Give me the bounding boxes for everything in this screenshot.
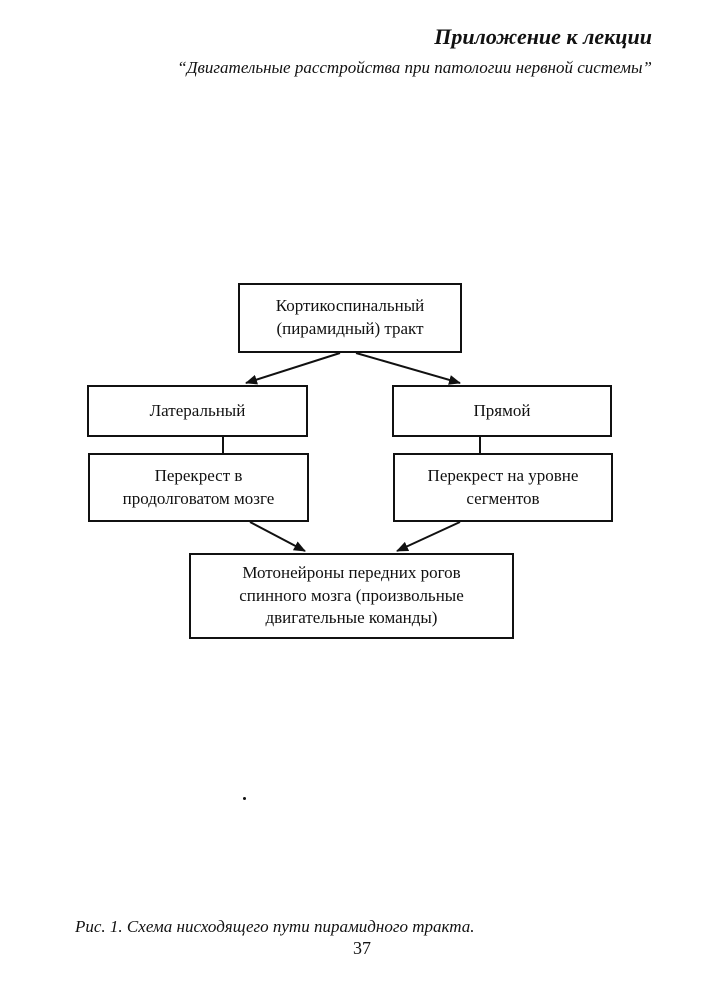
node-motor-neurons: Мотонейроны передних рогов спинного мозг…	[189, 553, 514, 639]
node-decussation-segments: Перекрест на уровне сегментов	[393, 453, 613, 522]
node-lateral: Латеральный	[87, 385, 308, 437]
node-decussation-medulla: Перекрест в продолговатом мозге	[88, 453, 309, 522]
figure-caption: Рис. 1. Схема нисходящего пути пирамидно…	[75, 917, 475, 936]
header-subtitle: “Двигательные расстройства при патологии…	[177, 58, 652, 77]
node-lateral-label: Латеральный	[149, 400, 246, 420]
header-title: Приложение к лекции	[434, 24, 652, 49]
edge-decussation-segments-to-motor	[396, 521, 461, 552]
node-direct: Прямой	[392, 385, 612, 437]
node-decussation-segments-label: Перекрест на уровне сегментов	[427, 465, 579, 508]
print-speck	[243, 797, 246, 800]
edge-corticospinal-to-direct	[355, 352, 461, 385]
node-decussation-medulla-label: Перекрест в продолговатом мозге	[122, 465, 275, 508]
node-direct-label: Прямой	[473, 400, 531, 420]
edge-decussation-medulla-to-motor	[249, 521, 306, 552]
node-motor-neurons-label: Мотонейроны передних рогов спинного мозг…	[239, 562, 464, 628]
edge-corticospinal-to-lateral	[245, 352, 341, 385]
page-number: 37	[353, 938, 371, 958]
node-corticospinal-tract-label: Кортикоспинальный (пирамидный) тракт	[275, 296, 425, 338]
node-corticospinal-tract: Кортикоспинальный (пирамидный) тракт	[238, 283, 462, 353]
